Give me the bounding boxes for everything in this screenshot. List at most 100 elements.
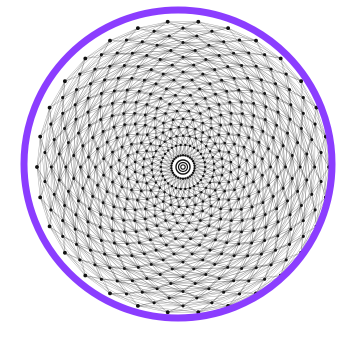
vertex-dot <box>194 49 197 52</box>
vertex-dot <box>201 210 204 213</box>
vertex-dot <box>169 49 172 52</box>
vertex-dot <box>141 291 144 294</box>
vertex-dot <box>264 213 267 216</box>
vertex-dot <box>96 184 99 187</box>
vertex-dot <box>182 118 185 121</box>
vertex-dot <box>61 235 64 238</box>
vertex-dot <box>237 242 240 245</box>
vertex-dot <box>182 134 184 136</box>
vertex-dot <box>169 128 172 131</box>
vertex-dot <box>310 193 313 196</box>
vertex-dot <box>204 58 207 61</box>
vertex-dot <box>38 135 42 139</box>
vertex-dot <box>48 106 52 110</box>
vertex-dot <box>182 178 184 180</box>
vertex-dot <box>210 30 213 33</box>
vertex-dot <box>272 136 275 139</box>
vertex-dot <box>75 88 78 91</box>
vertex-dot <box>155 136 158 139</box>
vertex-dot <box>49 208 52 211</box>
vertex-dot <box>207 44 210 47</box>
vertex-dot <box>162 200 165 203</box>
vertex-dot <box>153 205 156 208</box>
vertex-dot <box>250 89 253 92</box>
vertex-dot <box>193 169 195 171</box>
vertex-dot <box>164 153 166 155</box>
vertex-dot <box>226 65 229 68</box>
vertex-dot <box>151 169 153 171</box>
vertex-dot <box>213 68 216 71</box>
vertex-dot <box>106 141 109 144</box>
vertex-dot <box>166 310 170 314</box>
vertex-dot <box>299 79 303 83</box>
vertex-dot <box>226 266 229 269</box>
vertex-dot <box>186 205 189 208</box>
vertex-dot <box>176 222 179 225</box>
vertex-dot <box>146 103 149 106</box>
vertex-dot <box>118 159 121 162</box>
vertex-dot <box>267 184 270 187</box>
vertex-dot <box>192 172 194 174</box>
vertex-dot <box>240 123 243 126</box>
vertex-dot <box>99 118 102 121</box>
vertex-dot <box>195 296 198 299</box>
vertex-dot <box>179 188 181 190</box>
vertex-dot <box>220 252 223 255</box>
vertex-dot <box>151 162 153 164</box>
vertex-dot <box>136 304 140 308</box>
vertex-dot <box>72 154 75 157</box>
vertex-dot <box>302 96 305 99</box>
vertex-dot <box>209 249 212 252</box>
vertex-dot <box>116 195 119 198</box>
vertex-dot <box>197 182 199 184</box>
vertex-dot <box>145 277 148 280</box>
vertex-dot <box>161 175 163 177</box>
vertex-dot <box>221 157 224 160</box>
vertex-dot <box>123 208 126 211</box>
vertex-dot <box>156 224 159 227</box>
vertex-dot <box>171 147 173 149</box>
vertex-dot <box>296 141 299 144</box>
vertex-dot <box>243 146 246 149</box>
vertex-dot <box>164 219 167 222</box>
vertex-dot <box>181 304 184 307</box>
vertex-dot <box>276 97 279 100</box>
vertex-dot <box>204 166 206 168</box>
vertex-dot <box>214 93 217 96</box>
vertex-dot <box>189 94 192 97</box>
vertex-dot <box>230 171 233 174</box>
vertex-dot <box>136 199 139 202</box>
vertex-dot <box>218 103 221 106</box>
vertex-dot <box>177 155 179 157</box>
vertex-dot <box>194 194 196 196</box>
vertex-dot <box>189 237 192 240</box>
vertex-dot <box>252 102 255 105</box>
vertex-dot <box>204 234 207 237</box>
vertex-dot <box>246 172 249 175</box>
vertex-dot <box>191 174 193 176</box>
vertex-dot <box>182 261 185 264</box>
vertex-dot <box>61 112 64 115</box>
vertex-dot <box>182 101 185 104</box>
vertex-dot <box>201 73 204 76</box>
vertex-dot <box>173 174 175 176</box>
vertex-dot <box>198 244 201 247</box>
vertex-dot <box>96 147 99 150</box>
vertex-dot <box>134 123 137 126</box>
vertex-dot <box>179 144 181 146</box>
vertex-dot <box>252 114 255 117</box>
vertex-dot <box>296 190 299 193</box>
vertex-dot <box>126 134 129 137</box>
vertex-dot <box>233 143 236 146</box>
vertex-dot <box>200 191 202 193</box>
vertex-dot <box>63 204 66 207</box>
vertex-dot <box>263 53 266 56</box>
vertex-dot <box>111 151 114 154</box>
vertex-dot <box>155 181 157 183</box>
vertex-dot <box>202 200 205 203</box>
vertex-dot <box>43 151 46 154</box>
vertex-dot <box>182 197 184 199</box>
vertex-dot <box>49 123 52 126</box>
vertex-dot <box>194 204 197 207</box>
vertex-dot <box>219 218 222 221</box>
